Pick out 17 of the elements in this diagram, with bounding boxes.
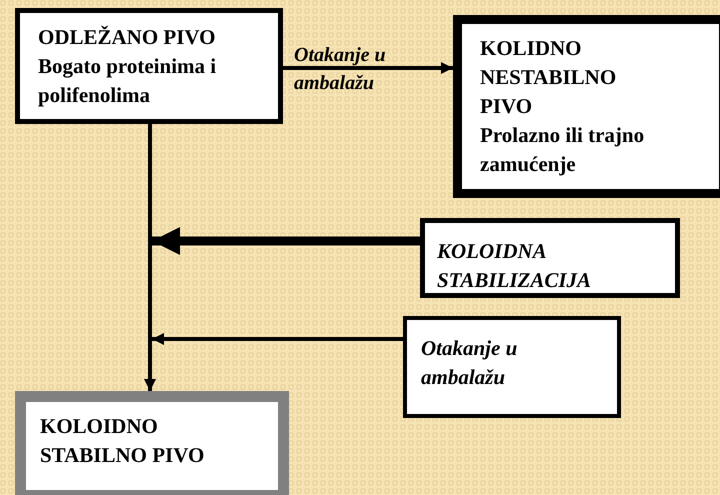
box-text: Bogato proteinima i polifenolima [38, 53, 218, 109]
arrow [152, 333, 403, 345]
arrow [152, 227, 420, 255]
box-text: Prolazno ili trajno zamućenje [480, 122, 646, 178]
text-box [403, 316, 621, 418]
box-heading: ODLEŽANO PIVO [38, 24, 217, 51]
box-heading: Otakanje u ambalažu [421, 335, 518, 391]
box-heading: KOLOIDNO STABILNO PIVO [40, 413, 206, 469]
text-box [420, 218, 680, 298]
box-heading: KOLOIDNA STABILIZACIJA [437, 238, 592, 294]
text-box [15, 391, 289, 495]
text-box [453, 15, 720, 198]
arrow [144, 124, 156, 391]
arrow [283, 62, 453, 74]
edge-label: Otakanje u ambalažu [294, 43, 387, 96]
box-heading: KOLIDNO NESTABILNO PIVO [480, 35, 618, 120]
text-box [15, 8, 283, 124]
